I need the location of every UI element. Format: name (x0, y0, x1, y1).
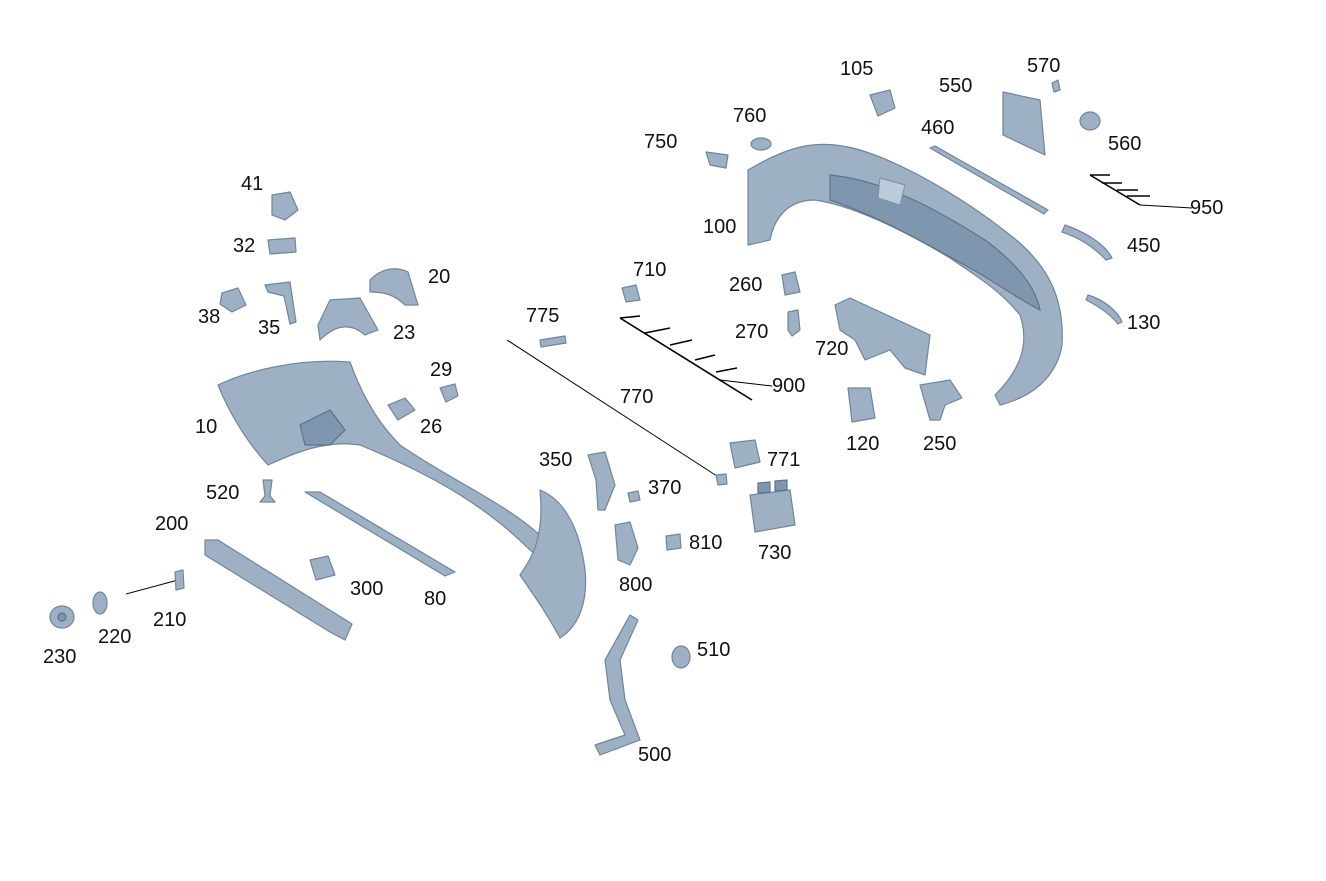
part-775[interactable] (539, 335, 567, 348)
part-220[interactable] (92, 591, 108, 615)
label-10: 10 (195, 416, 217, 438)
part-230[interactable] (49, 605, 75, 629)
part-20[interactable] (369, 268, 419, 306)
part-460-strip[interactable] (929, 145, 1049, 215)
label-560: 560 (1108, 133, 1141, 155)
label-775: 775 (526, 305, 559, 327)
part-810[interactable] (665, 533, 682, 551)
label-100: 100 (703, 216, 736, 238)
part-800[interactable] (614, 521, 639, 566)
label-500: 500 (638, 744, 671, 766)
part-771[interactable] (729, 439, 761, 469)
label-35: 35 (258, 317, 280, 339)
part-450[interactable] (1061, 224, 1113, 261)
part-270[interactable] (787, 309, 801, 337)
label-770: 770 (620, 386, 653, 408)
label-300: 300 (350, 578, 383, 600)
label-220: 220 (98, 626, 131, 648)
part-210[interactable] (125, 569, 185, 595)
label-720: 720 (815, 338, 848, 360)
label-760: 760 (733, 105, 766, 127)
label-26: 26 (420, 416, 442, 438)
label-29: 29 (430, 359, 452, 381)
leader-900 (619, 315, 773, 401)
part-520[interactable] (259, 479, 276, 503)
label-23: 23 (393, 322, 415, 344)
part-41[interactable] (271, 191, 299, 221)
label-800: 800 (619, 574, 652, 596)
label-250: 250 (923, 433, 956, 455)
part-105[interactable] (869, 89, 896, 117)
label-950: 950 (1190, 197, 1223, 219)
label-750: 750 (644, 131, 677, 153)
label-810: 810 (689, 532, 722, 554)
part-250[interactable] (919, 379, 963, 421)
label-270: 270 (735, 321, 768, 343)
label-730: 730 (758, 542, 791, 564)
label-200: 200 (155, 513, 188, 535)
label-20: 20 (428, 266, 450, 288)
part-730[interactable] (749, 479, 796, 533)
part-370[interactable] (627, 490, 641, 503)
part-100-bumper-cover[interactable] (747, 143, 1063, 406)
part-10-bumper-side[interactable] (217, 360, 587, 639)
label-230: 230 (43, 646, 76, 668)
part-260[interactable] (781, 271, 801, 296)
part-23[interactable] (317, 297, 379, 341)
part-120[interactable] (847, 387, 876, 423)
leader-950 (1089, 174, 1193, 209)
part-510[interactable] (671, 645, 691, 669)
part-35[interactable] (264, 281, 297, 325)
label-900: 900 (772, 375, 805, 397)
label-260: 260 (729, 274, 762, 296)
part-200-bracket[interactable] (204, 539, 353, 641)
part-750[interactable] (705, 151, 729, 169)
label-38: 38 (198, 306, 220, 328)
part-770-cable[interactable] (506, 339, 728, 486)
label-550: 550 (939, 75, 972, 97)
label-570: 570 (1027, 55, 1060, 77)
label-771: 771 (767, 449, 800, 471)
label-120: 120 (846, 433, 879, 455)
part-350[interactable] (587, 451, 616, 511)
part-550-grille[interactable] (1002, 91, 1046, 156)
part-560[interactable] (1079, 111, 1101, 131)
label-210: 210 (153, 609, 186, 631)
label-450: 450 (1127, 235, 1160, 257)
part-38[interactable] (219, 287, 247, 313)
label-41: 41 (241, 173, 263, 195)
part-300[interactable] (309, 555, 336, 581)
part-29[interactable] (439, 383, 459, 403)
part-710[interactable] (621, 284, 641, 303)
label-370: 370 (648, 477, 681, 499)
part-32[interactable] (267, 237, 297, 255)
label-350: 350 (539, 449, 572, 471)
label-32: 32 (233, 235, 255, 257)
part-80-strip[interactable] (304, 491, 456, 577)
part-26[interactable] (387, 397, 416, 421)
label-510: 510 (697, 639, 730, 661)
part-130[interactable] (1085, 294, 1123, 325)
label-130: 130 (1127, 312, 1160, 334)
part-720-bracket[interactable] (834, 297, 931, 376)
label-80: 80 (424, 588, 446, 610)
label-520: 520 (206, 482, 239, 504)
part-760[interactable] (750, 137, 772, 151)
label-710: 710 (633, 259, 666, 281)
label-460: 460 (921, 117, 954, 139)
part-570[interactable] (1051, 79, 1061, 93)
label-105: 105 (840, 58, 873, 80)
part-500-bracket[interactable] (594, 614, 641, 756)
